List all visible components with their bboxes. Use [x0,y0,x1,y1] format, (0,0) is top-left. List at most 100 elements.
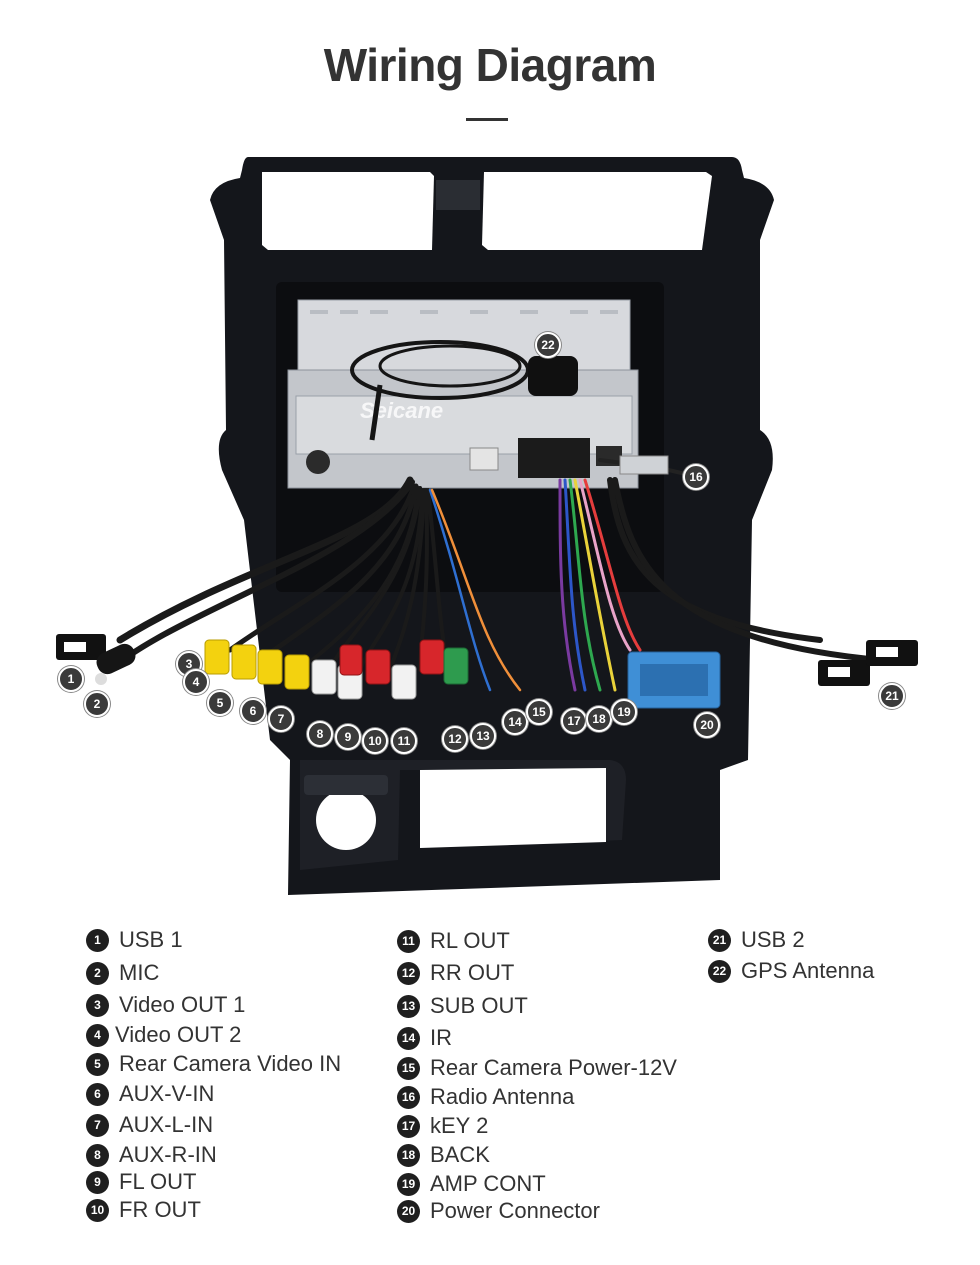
legend-label: MIC [119,960,160,985]
gps-antenna [350,340,578,441]
callout-1: 1 [58,666,84,692]
legend-number-badge: 6 [86,1082,109,1106]
legend-label: RR OUT [430,960,515,985]
radio-antenna-plug [619,455,669,475]
legend-item: 5 Rear Camera Video IN [86,1051,341,1077]
callout-18: 18 [586,706,612,732]
head-unit-chassis: Seicane [287,299,639,489]
wiring-legend: 1 USB 1 2 MIC 3 Video OUT 1 4 Video OUT … [0,925,980,1245]
callout-7: 7 [268,706,294,732]
legend-item: 12 RR OUT [397,960,514,986]
legend-number-badge: 14 [397,1026,420,1050]
rca-connectors [204,639,469,700]
legend-number-badge: 19 [397,1172,420,1196]
legend-number-badge: 9 [86,1170,109,1194]
callout-5: 5 [207,690,233,716]
legend-number-badge: 12 [397,961,420,985]
legend-label: BACK [430,1142,490,1167]
callout-10: 10 [362,728,388,754]
legend-number-badge: 22 [708,959,731,983]
legend-item: 20 Power Connector [397,1198,600,1224]
callout-12: 12 [442,726,468,752]
callout-15: 15 [526,699,552,725]
legend-label: Rear Camera Video IN [119,1051,342,1076]
mic-connector [95,643,136,685]
legend-item: 14 IR [397,1025,452,1051]
callout-6: 6 [240,698,266,724]
power-connector [627,651,721,709]
legend-number-badge: 1 [86,928,109,952]
callout-9: 9 [335,724,361,750]
legend-label: AUX-R-IN [119,1142,217,1167]
legend-number-badge: 8 [86,1143,109,1167]
legend-label: Rear Camera Power-12V [430,1055,677,1080]
legend-label: FL OUT [119,1169,197,1194]
legend-label: RL OUT [430,928,510,953]
legend-number-badge: 2 [86,961,109,985]
callout-8: 8 [307,721,333,747]
page-title: Wiring Diagram [323,39,657,91]
legend-number-badge: 3 [86,993,109,1017]
legend-item: 2 MIC [86,960,159,986]
legend-number-badge: 11 [397,929,420,953]
legend-item: 1 USB 1 [86,927,183,953]
legend-label: GPS Antenna [741,958,875,983]
legend-number-badge: 20 [397,1199,420,1223]
legend-label: AMP CONT [430,1171,546,1196]
callout-21: 21 [879,683,905,709]
legend-label: AUX-L-IN [119,1112,214,1137]
legend-item: 21 USB 2 [708,927,805,953]
legend-label: SUB OUT [430,993,528,1018]
legend-item: 18 BACK [397,1142,490,1168]
usb1-connector [56,634,106,660]
legend-item: 7 AUX-L-IN [86,1112,213,1138]
wiring-figure: Seicane [56,157,918,895]
legend-number-badge: 7 [86,1113,109,1137]
legend-label: Video OUT 2 [115,1022,242,1047]
legend-number-badge: 4 [86,1023,109,1047]
legend-item: 19 AMP CONT [397,1171,546,1197]
legend-item: 22 GPS Antenna [708,958,874,984]
legend-label: kEY 2 [430,1113,489,1138]
legend-number-badge: 15 [397,1056,420,1080]
legend-item: 3 Video OUT 1 [86,992,245,1018]
dash-frame [210,157,774,895]
legend-item: 15 Rear Camera Power-12V [397,1055,677,1081]
legend-item: 8 AUX-R-IN [86,1142,217,1168]
callout-11: 11 [391,728,417,754]
legend-item: 17 kEY 2 [397,1113,488,1139]
usb2-connector [818,640,918,686]
legend-label: AUX-V-IN [119,1081,215,1106]
callout-17: 17 [561,708,587,734]
watermark-text: Seicane [360,398,443,423]
legend-label: FR OUT [119,1197,201,1222]
legend-label: IR [430,1025,452,1050]
legend-label: USB 2 [741,927,805,952]
legend-number-badge: 10 [86,1198,109,1222]
legend-number-badge: 18 [397,1143,420,1167]
callout-14: 14 [502,709,528,735]
legend-number-badge: 17 [397,1114,420,1138]
wire-harness [107,458,883,692]
callout-13: 13 [470,723,496,749]
callout-19: 19 [611,699,637,725]
legend-number-badge: 13 [397,994,420,1018]
callout-22: 22 [535,332,561,358]
legend-label: Video OUT 1 [119,992,246,1017]
legend-label: Power Connector [430,1198,600,1223]
legend-item: 13 SUB OUT [397,993,528,1019]
callout-16: 16 [683,464,709,490]
legend-number-badge: 5 [86,1052,109,1076]
legend-number-badge: 16 [397,1085,420,1109]
legend-label: USB 1 [119,927,183,952]
legend-item: 4 Video OUT 2 [86,1022,241,1048]
legend-item: 16 Radio Antenna [397,1084,574,1110]
title-underline [466,118,508,121]
callout-20: 20 [694,712,720,738]
legend-label: Radio Antenna [430,1084,575,1109]
legend-item: 11 RL OUT [397,928,510,954]
callout-2: 2 [84,691,110,717]
legend-item: 6 AUX-V-IN [86,1081,214,1107]
legend-number-badge: 21 [708,928,731,952]
legend-item: 9 FL OUT [86,1169,196,1195]
